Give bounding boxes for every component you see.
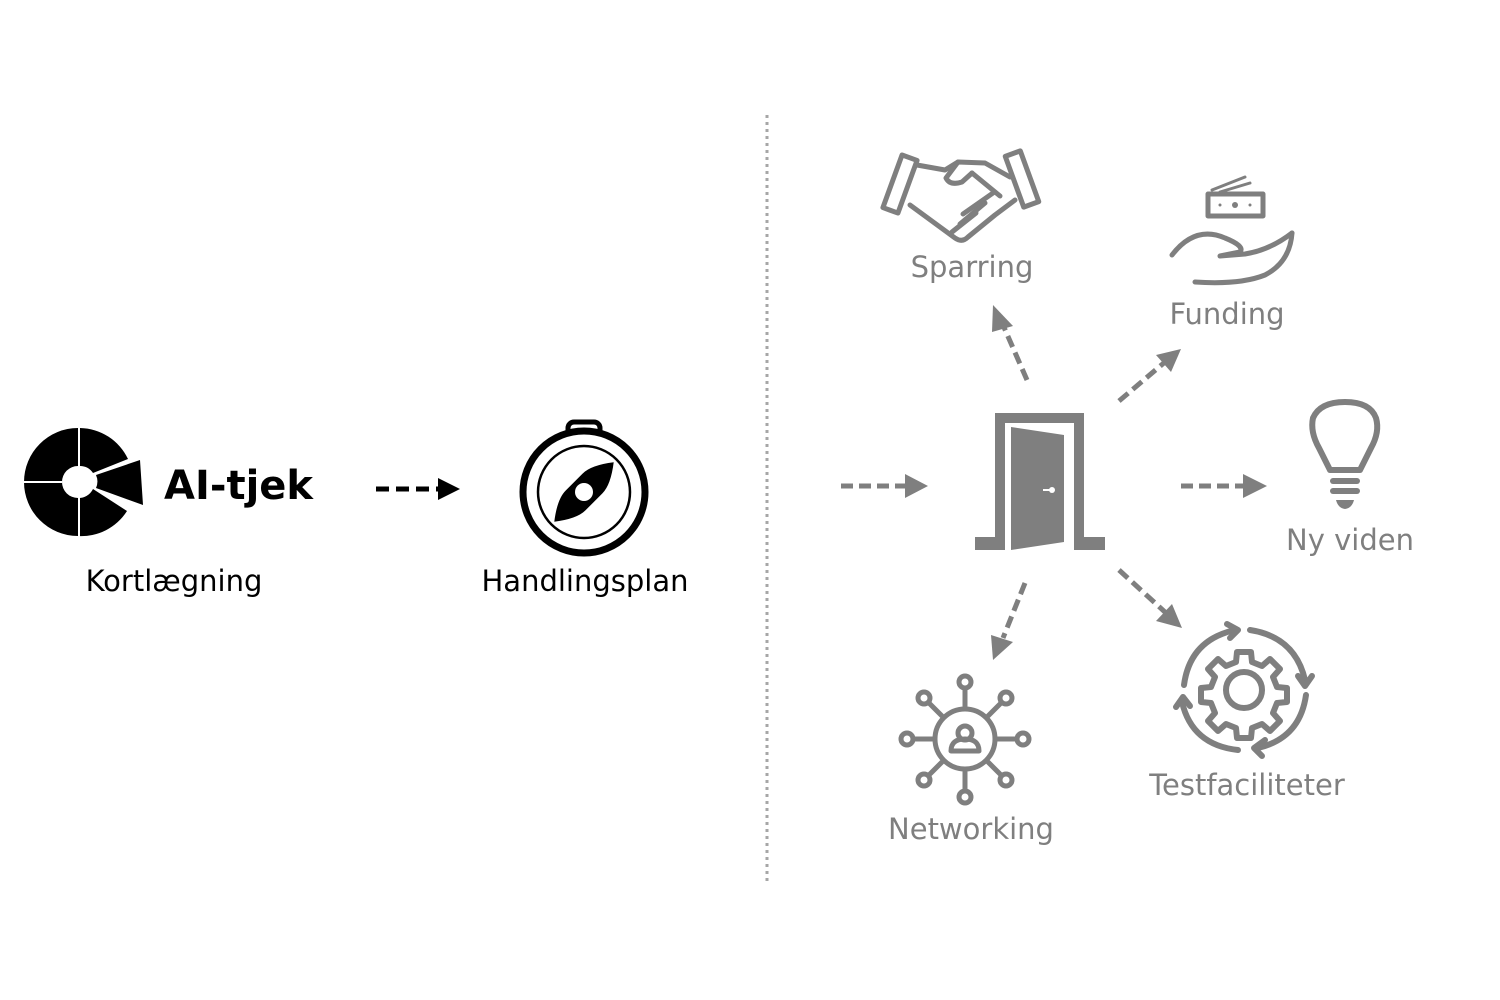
- arrow-to-ny-viden: [1181, 474, 1267, 498]
- compass-icon: [519, 419, 649, 557]
- lightbulb-icon: [1309, 399, 1381, 509]
- step-label-kortlaegning: Kortlægning: [85, 564, 263, 598]
- hand-money-icon: [1169, 175, 1295, 286]
- outcome-label-testfaciliteter: Testfaciliteter: [1149, 768, 1345, 802]
- network-person-icon: [898, 673, 1032, 806]
- outcome-label-ny-viden: Ny viden: [1286, 523, 1414, 557]
- outcome-label-networking: Networking: [888, 812, 1054, 846]
- arrow-to-sparring: [992, 305, 1030, 381]
- outcome-label-funding: Funding: [1169, 297, 1285, 331]
- segmented-donut-icon: [22, 426, 143, 538]
- arrow-to-funding: [1117, 349, 1181, 403]
- gear-cycle-icon: [1173, 621, 1315, 759]
- ai-tjek-brand: AI-tjek: [164, 463, 314, 509]
- outcome-label-sparring: Sparring: [910, 250, 1034, 284]
- arrow-into-door: [841, 474, 928, 498]
- step-label-handlingsplan: Handlingsplan: [481, 564, 689, 598]
- arrow-to-networking: [991, 582, 1028, 660]
- arrow-to-testfaciliteter: [1117, 568, 1182, 628]
- open-door-icon: [975, 413, 1105, 550]
- arrow-to-handlingsplan: [376, 478, 460, 500]
- handshake-icon: [880, 148, 1042, 243]
